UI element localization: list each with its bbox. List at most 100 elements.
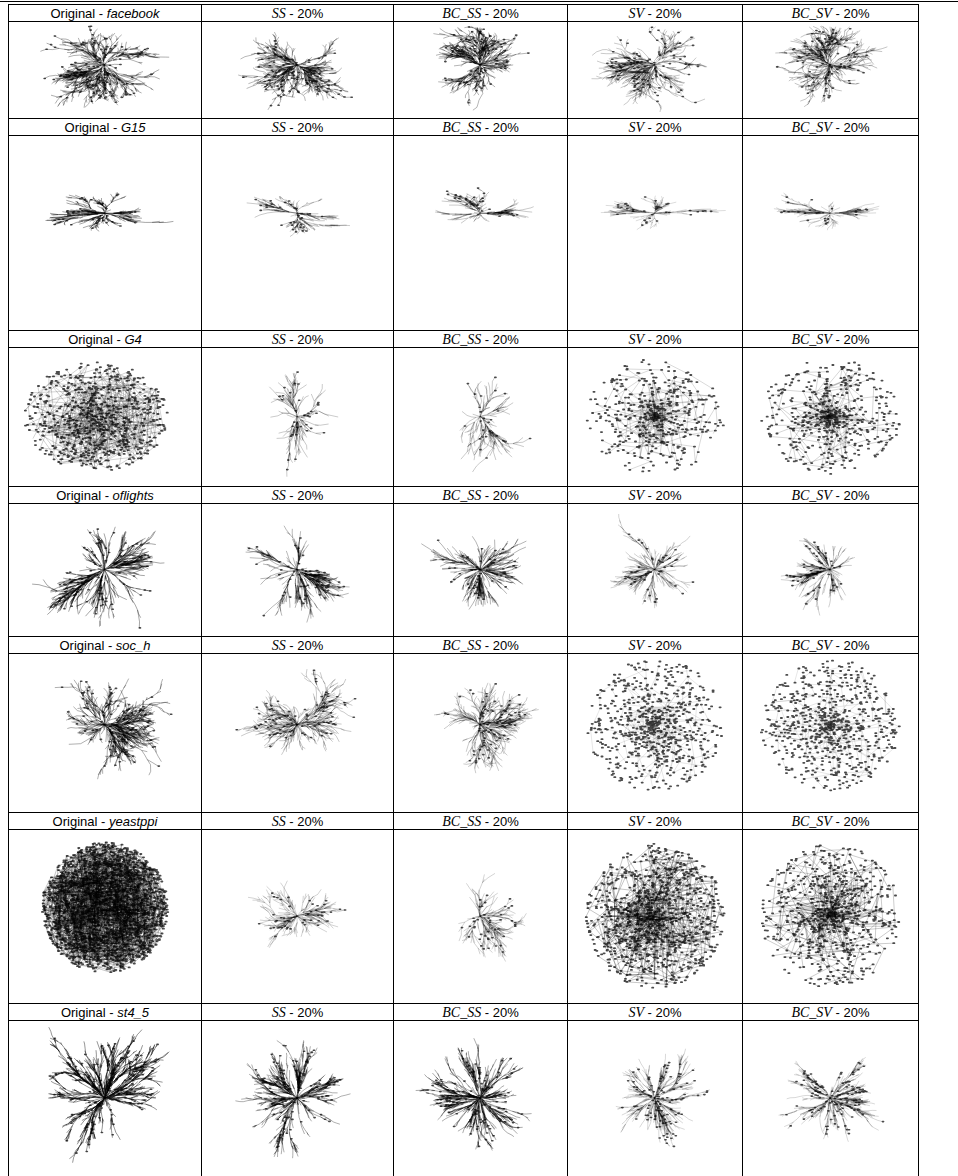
header-cell: SS - 20%	[202, 5, 393, 21]
graph-edges	[601, 196, 726, 230]
graph-vertices	[781, 197, 868, 224]
table-rule	[8, 829, 918, 830]
header-text: BC_SV - 20%	[791, 6, 869, 21]
table-rule	[393, 330, 394, 486]
table-rule	[8, 636, 9, 812]
graph-vertices	[42, 842, 168, 972]
table-rule	[918, 1003, 919, 1176]
header-cell: BC_SS - 20%	[394, 5, 567, 21]
table-rule	[8, 330, 9, 486]
header-cell: BC_SV - 20%	[743, 331, 918, 347]
table-rule	[201, 636, 202, 812]
graph-edges	[774, 193, 879, 230]
header-text: BC_SS - 20%	[442, 120, 518, 135]
graph-vertices	[464, 377, 530, 458]
header-cell: BC_SS - 20%	[394, 331, 567, 347]
graph-vertices	[243, 41, 353, 106]
table-rule	[8, 118, 918, 119]
table-rule	[8, 4, 918, 5]
header-text: SS - 20%	[272, 638, 324, 653]
header-cell: SS - 20%	[202, 487, 393, 503]
graph-edges	[592, 27, 708, 112]
table-rule	[918, 636, 919, 812]
graph-vertices	[259, 893, 346, 936]
table-rule	[918, 330, 919, 486]
graph-edges	[416, 1038, 532, 1150]
header-text: Original - G15	[65, 120, 146, 135]
table-rule	[8, 135, 918, 136]
table-rule	[567, 812, 568, 1003]
table-rule	[742, 636, 743, 812]
header-text: BC_SS - 20%	[442, 814, 518, 829]
graph-edges	[775, 26, 887, 107]
table-rule	[8, 503, 918, 504]
header-text: Original - soc_h	[59, 638, 150, 653]
header-cell: Original - yeastppi	[9, 813, 201, 829]
header-cell: BC_SS - 20%	[394, 637, 567, 653]
header-text: BC_SV - 20%	[791, 332, 869, 347]
graph-edges	[781, 538, 855, 615]
graph-vertices	[587, 360, 724, 471]
graph-edges	[458, 873, 526, 961]
graph-vertices	[625, 534, 694, 602]
table-rule	[567, 486, 568, 636]
graph-edges	[32, 527, 164, 628]
header-text: BC_SS - 20%	[442, 1005, 518, 1020]
graph-vertices	[762, 845, 900, 986]
table-rule	[8, 636, 918, 637]
table-rule	[8, 347, 918, 348]
table-rule	[8, 1020, 918, 1021]
table-rule	[8, 118, 9, 330]
graph-edges	[269, 372, 338, 477]
header-text: SS - 20%	[272, 1005, 324, 1020]
graph-vertices	[438, 540, 517, 599]
table-rule	[393, 636, 394, 812]
graph-vertices	[761, 661, 900, 791]
header-text: SS - 20%	[272, 120, 324, 135]
header-cell: BC_SS - 20%	[394, 1004, 567, 1020]
table-rule	[742, 486, 743, 636]
header-text: SV - 20%	[628, 6, 681, 21]
table-rule	[393, 1003, 394, 1176]
table-rule	[742, 1003, 743, 1176]
header-text: SV - 20%	[628, 1005, 681, 1020]
header-text: SS - 20%	[272, 814, 324, 829]
header-text: BC_SV - 20%	[791, 638, 869, 653]
header-text: BC_SV - 20%	[791, 488, 869, 503]
graph-vertices	[587, 662, 722, 790]
header-cell: BC_SS - 20%	[394, 813, 567, 829]
header-cell: BC_SV - 20%	[743, 813, 918, 829]
header-cell: BC_SV - 20%	[743, 5, 918, 21]
table-rule	[567, 118, 568, 330]
table-rule	[393, 486, 394, 636]
header-text: BC_SV - 20%	[791, 814, 869, 829]
table-rule	[567, 1003, 568, 1176]
header-cell: Original - G4	[9, 331, 201, 347]
graph-edges	[779, 1057, 883, 1141]
graph-edges	[769, 367, 899, 469]
header-text: Original - oflights	[56, 488, 154, 503]
graph-vertices	[586, 844, 725, 988]
graph-vertices	[51, 529, 152, 628]
graph-vertices	[777, 29, 868, 98]
graph-vertices	[44, 26, 152, 102]
graph-vertices	[461, 895, 516, 952]
header-cell: SS - 20%	[202, 637, 393, 653]
header-cell: Original - oflights	[9, 487, 201, 503]
graph-vertices	[761, 363, 900, 474]
graph-edges	[236, 669, 354, 755]
header-text: SS - 20%	[272, 332, 324, 347]
top-rule	[0, 1, 958, 2]
table-rule	[742, 330, 743, 486]
table-rule	[393, 4, 394, 118]
header-cell: BC_SV - 20%	[743, 119, 918, 135]
graph-edges	[238, 32, 351, 110]
graph-vertices	[427, 1051, 522, 1147]
graph-vertices	[236, 670, 356, 746]
header-cell: SV - 20%	[568, 5, 742, 21]
graph-edges	[40, 26, 169, 108]
table-rule	[201, 486, 202, 636]
header-text: BC_SS - 20%	[442, 488, 518, 503]
table-rule	[567, 4, 568, 118]
header-cell: Original - soc_h	[9, 637, 201, 653]
